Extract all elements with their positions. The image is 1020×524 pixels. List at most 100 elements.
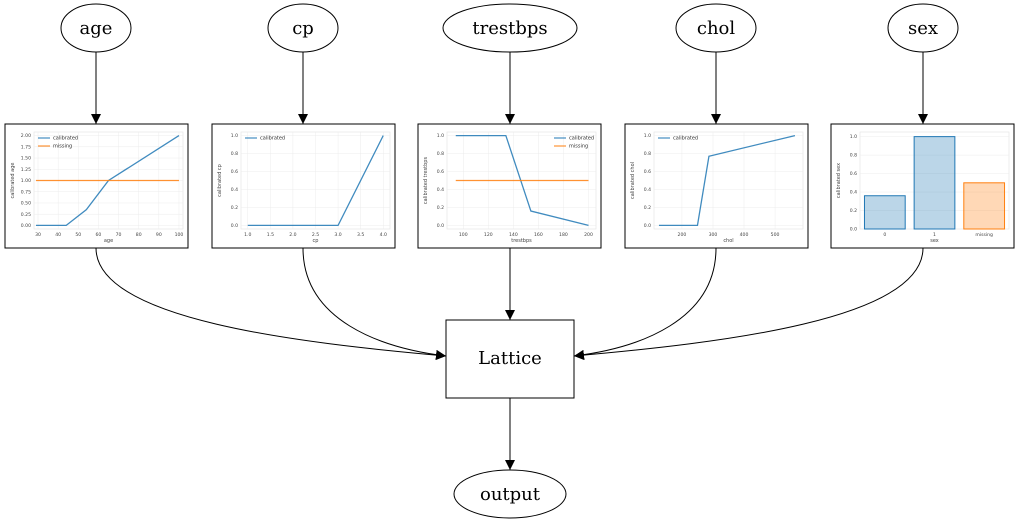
node-sex: sex [887,3,959,53]
trestbps-y-tick-label: 0.8 [437,151,444,157]
age-y-axis-label: calibrated age [10,163,16,199]
node-age: age [60,3,132,53]
trestbps-y-axis-label: calibrated trestbps [423,157,429,205]
age-x-tick-label: 30 [35,232,41,238]
trestbps-x-tick-label: 100 [459,232,468,238]
cp-y-tick-label: 0.2 [231,205,238,211]
trestbps-x-axis-label: trestbps [511,238,532,244]
chol-y-tick-label: 0.4 [644,187,651,193]
node-cp-label: cp [292,18,314,39]
chol-y-tick-label: 0.8 [644,151,651,157]
cp-y-tick-label: 1.0 [231,133,238,139]
cp-y-tick-label: 0.0 [231,223,238,229]
sex-y-tick-label: 0.4 [850,190,857,196]
cp-y-tick-label: 0.4 [231,187,238,193]
chol-plot-area [653,131,804,230]
chol-x-tick-label: 200 [678,232,687,238]
age-legend-label-calibrated: calibrated [53,136,78,142]
age-y-tick-label: 1.00 [21,178,31,184]
sex-y-tick-label: 0.6 [850,171,857,177]
age-x-axis-label: age [104,238,113,244]
trestbps-x-tick-label: 120 [484,232,493,238]
trestbps-x-tick-label: 180 [559,232,568,238]
age-legend-label-missing: missing [53,144,72,150]
trestbps-x-tick-label: 160 [534,232,543,238]
trestbps-y-tick-label: 0.2 [437,205,444,211]
trestbps-series-calibrated [455,134,589,227]
sex-x-tick-label: missing [975,232,993,238]
trestbps-y-tick-label: 1.0 [437,133,444,139]
age-series-calibrated [36,135,180,227]
chol-y-tick-label: 0.6 [644,169,651,175]
age-x-tick-label: 70 [116,232,122,238]
sex-x-axis-label: sex [930,238,939,244]
chol-y-tick-label: 0.0 [644,223,651,229]
age-y-tick-label: 0.75 [21,189,31,195]
sex-plot-area [859,131,1010,230]
age-x-tick-label: 100 [175,232,184,238]
cp-x-tick-label: 3.0 [334,232,341,238]
chol-x-axis-label: chol [723,238,733,244]
cp-legend-label-calibrated: calibrated [260,136,285,142]
trestbps-legend-label-calibrated: calibrated [569,136,594,142]
age-x-tick-label: 50 [75,232,81,238]
node-chol: chol [675,3,757,53]
chol-x-tick-label: 300 [709,232,718,238]
cp-x-axis-label: cp [313,238,319,244]
age-y-tick-label: 0.50 [21,201,31,207]
chol-y-tick-label: 1.0 [644,133,651,139]
trestbps-y-tick-label: 0.6 [437,169,444,175]
age-y-tick-label: 1.50 [21,156,31,162]
cp-series-calibrated [247,135,384,227]
age-y-tick-label: 1.75 [21,144,31,150]
cp-x-tick-label: 4.0 [380,232,387,238]
edge-cp-calibrator-to-lattice [302,247,447,360]
cp-y-tick-label: 0.8 [231,151,238,157]
sex-bar-0 [863,195,906,230]
sex-bar-missing [963,182,1006,230]
cp-x-tick-label: 2.5 [312,232,319,238]
cp-x-tick-label: 3.5 [357,232,364,238]
edge-sex-calibrator-to-lattice [573,247,924,361]
calibrator-plot-sex: 0.0 0.2 0.4 0.6 0.8 1.0 0 1 missing sex calibrated… [830,123,1015,249]
chol-x-tick-label: 400 [740,232,749,238]
node-sex-label: sex [908,18,938,39]
node-trestbps-label: trestbps [472,18,547,39]
age-y-tick-label: 0.25 [21,212,31,218]
age-x-tick-label: 80 [136,232,142,238]
sex-y-tick-label: 1.0 [850,134,857,140]
age-x-tick-label: 40 [55,232,61,238]
node-trestbps: trestbps [442,3,578,53]
age-x-tick-label: 90 [156,232,162,238]
cp-x-tick-label: 1.5 [267,232,274,238]
sex-y-tick-label: 0.0 [850,227,857,233]
sex-bar-1 [913,136,956,230]
trestbps-x-tick-label: 140 [509,232,518,238]
trestbps-legend-label-missing: missing [569,144,588,150]
cp-y-axis-label: calibrated cp [217,164,223,197]
node-lattice: Lattice [445,319,575,399]
sex-x-tick-label: 0 [883,232,886,238]
node-output: output [453,469,567,519]
calibrator-plot-chol: 0.0 0.2 0.4 0.6 0.8 1.0 200 300 400 500 calibrated… [624,123,809,249]
trestbps-y-tick-label: 0.0 [437,223,444,229]
chol-y-axis-label: calibrated chol [630,162,636,199]
sex-x-tick-label: 1 [933,232,936,238]
node-chol-label: chol [697,18,736,39]
chol-legend-label-calibrated: calibrated [673,136,698,142]
chol-series-calibrated [658,134,796,227]
cp-x-tick-label: 1.0 [244,232,251,238]
sex-y-axis-label: calibrated sex [836,163,842,198]
sex-y-tick-label: 0.8 [850,153,857,159]
node-cp: cp [267,3,339,53]
age-x-tick-label: 60 [96,232,102,238]
node-lattice-label: Lattice [478,348,542,369]
sex-y-tick-label: 0.2 [850,208,857,214]
edge-age-calibrator-to-lattice [95,247,447,361]
chol-x-tick-label: 500 [771,232,780,238]
chol-y-tick-label: 0.2 [644,205,651,211]
